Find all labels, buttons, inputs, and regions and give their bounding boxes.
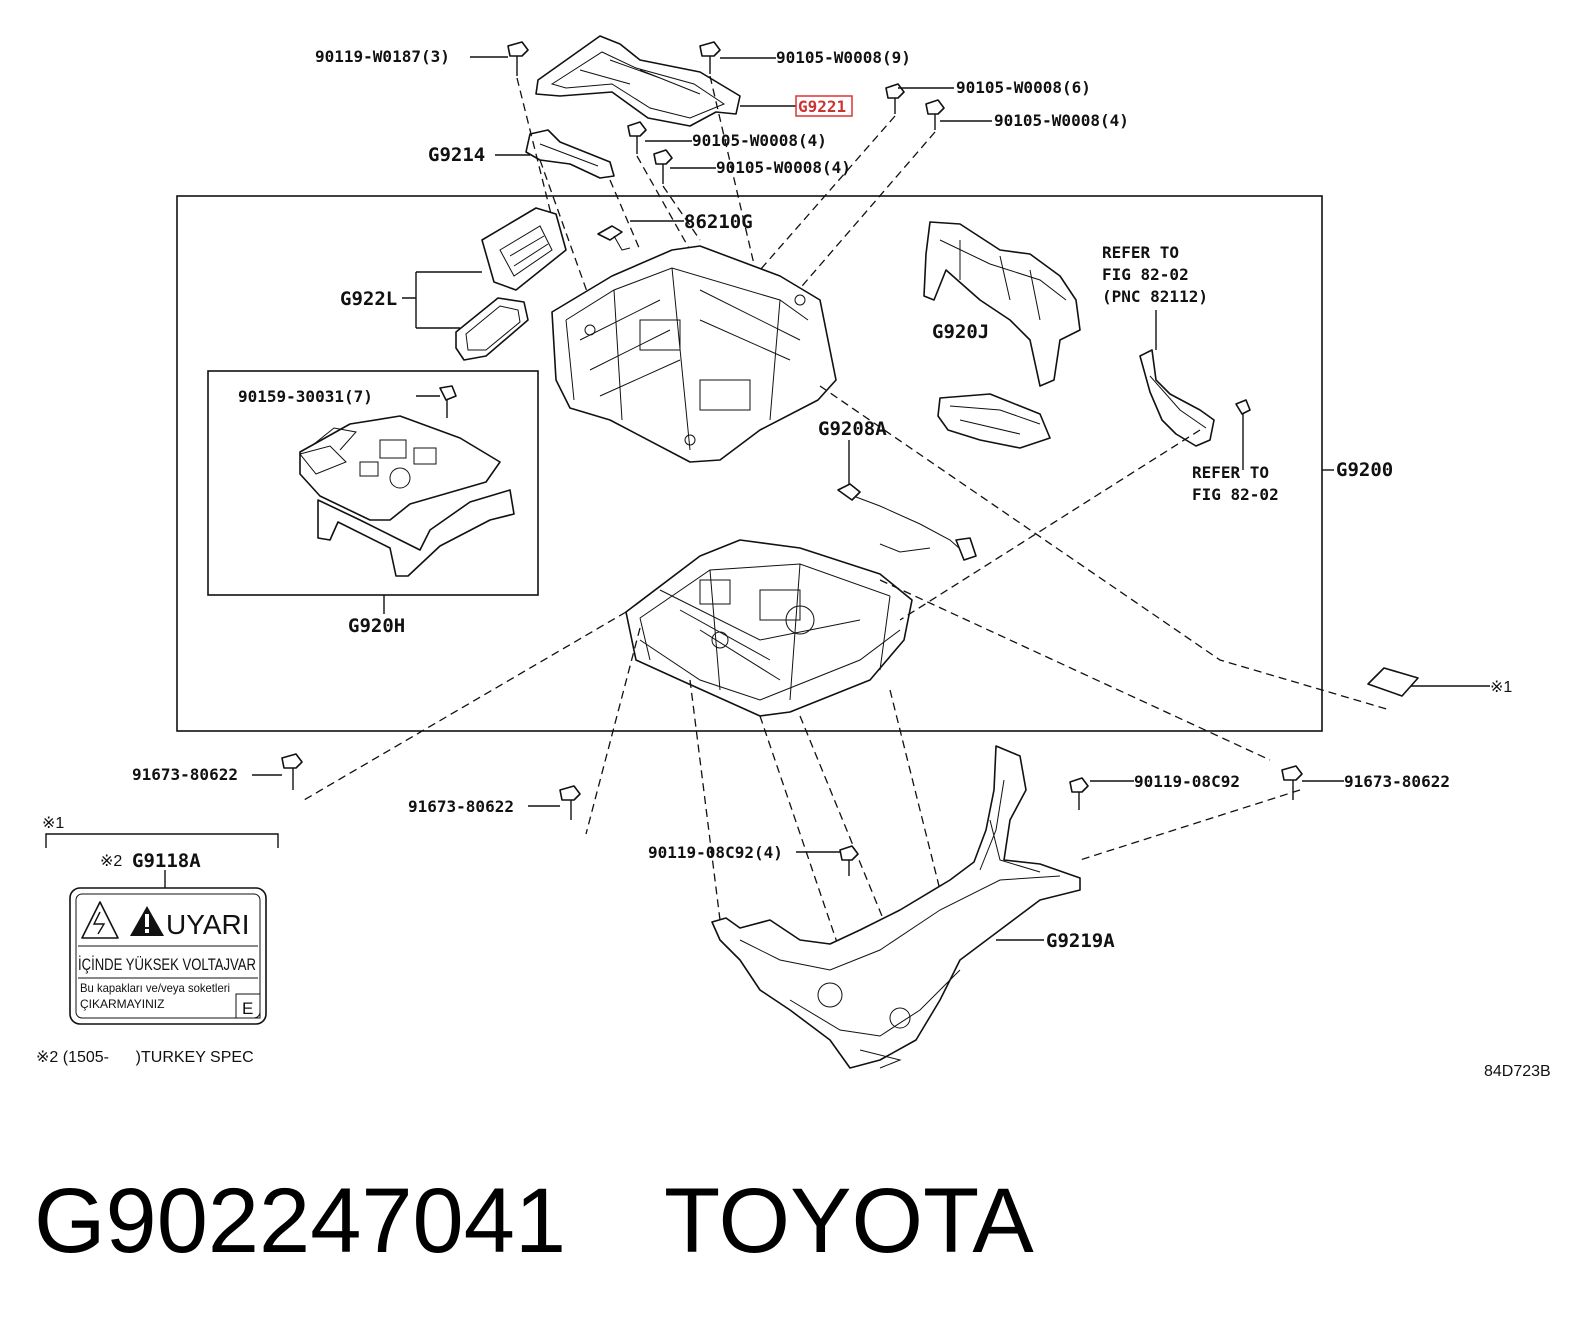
lower-inverter-assembly-part: [625, 539, 913, 717]
label-g920j: G920J: [932, 321, 989, 343]
label-note1-right: ※1: [1490, 679, 1512, 696]
label-90105-w0008-4b: 90105-W0008(4): [692, 131, 827, 150]
label-g9208a: G9208A: [818, 418, 887, 440]
warning-title: UYARI: [166, 909, 250, 940]
label-86210g: 86210G: [684, 211, 753, 233]
footer-brand: TOYOTA: [664, 1170, 1034, 1272]
label-g9219a: G9219A: [1046, 930, 1115, 952]
highlight-box: [795, 95, 853, 117]
label-90119-08c92: 90119-08C92: [1134, 772, 1240, 791]
g922l-cover-part: [455, 207, 567, 361]
label-90119-w0187: 90119-W0187(3): [315, 47, 450, 66]
inverter-case-part: [551, 245, 837, 463]
label-g9200: G9200: [1336, 459, 1393, 481]
label-91673-left: 91673-80622: [132, 765, 238, 784]
label-refer1-line2: FIG 82-02: [1102, 265, 1189, 284]
label-g922l: G922L: [340, 288, 397, 310]
label-g9214: G9214: [428, 144, 485, 166]
spec-note: ※2 (1505- )TURKEY SPEC: [36, 1049, 254, 1066]
label-refer2-line2: FIG 82-02: [1192, 485, 1279, 504]
warning-line2a: Bu kapakları ve/veya soketleri: [80, 981, 230, 995]
bolt-icon: [507, 41, 945, 184]
label-90105-w0008-6: 90105-W0008(6): [956, 78, 1091, 97]
label-note1-left: ※1: [42, 815, 64, 832]
bolt-icon: [281, 753, 1303, 876]
label-note2-mark: ※2: [100, 853, 122, 870]
g920h-sub-box: [207, 370, 539, 596]
g9221-cover-part: [535, 35, 741, 127]
warning-letter: E: [242, 999, 253, 1018]
label-91673-mid: 91673-80622: [408, 797, 514, 816]
warning-line2b: ÇIKARMAYINIZ: [80, 997, 164, 1011]
g9214-bracket-part: [525, 129, 615, 179]
86210g-part: [597, 220, 684, 251]
label-90159: 90159-30031(7): [238, 387, 373, 406]
electric-hazard-icon: [81, 901, 119, 939]
g9200-assembly-box: [176, 195, 1323, 732]
label-refer1-line1: REFER TO: [1102, 243, 1179, 262]
g9219a-bracket-part: [711, 745, 1081, 1069]
sensor-wire-part: [1139, 310, 1251, 470]
g920j-bracket-part: [923, 221, 1081, 449]
label-g920h: G920H: [348, 615, 405, 637]
g9208a-wire-part: [837, 440, 977, 561]
control-board-part: [299, 385, 515, 577]
footer-part-number: G902247041: [34, 1170, 566, 1272]
label-90105-w0008-4a: 90105-W0008(4): [994, 111, 1129, 130]
label-g9118a: G9118A: [132, 850, 201, 872]
drawing-code: 84D723B: [1484, 1063, 1551, 1080]
label-g9221: G9221: [798, 97, 846, 116]
label-90105-w0008-4c: 90105-W0008(4): [716, 158, 851, 177]
label-refer1-line3: (PNC 82112): [1102, 287, 1208, 306]
label-91673-right: 91673-80622: [1344, 772, 1450, 791]
sticker-part: [1367, 667, 1419, 697]
label-refer2-line1: REFER TO: [1192, 463, 1269, 482]
label-90105-w0008-9: 90105-W0008(9): [776, 48, 911, 67]
g9118a-label-section: UYARI İÇİNDE YÜKSEK VOLTAJVAR Bu kapakla…: [45, 833, 279, 1025]
label-90119-08c92-4: 90119-08C92(4): [648, 843, 783, 862]
warning-line1: İÇİNDE YÜKSEK VOLTAJVAR: [78, 955, 256, 974]
